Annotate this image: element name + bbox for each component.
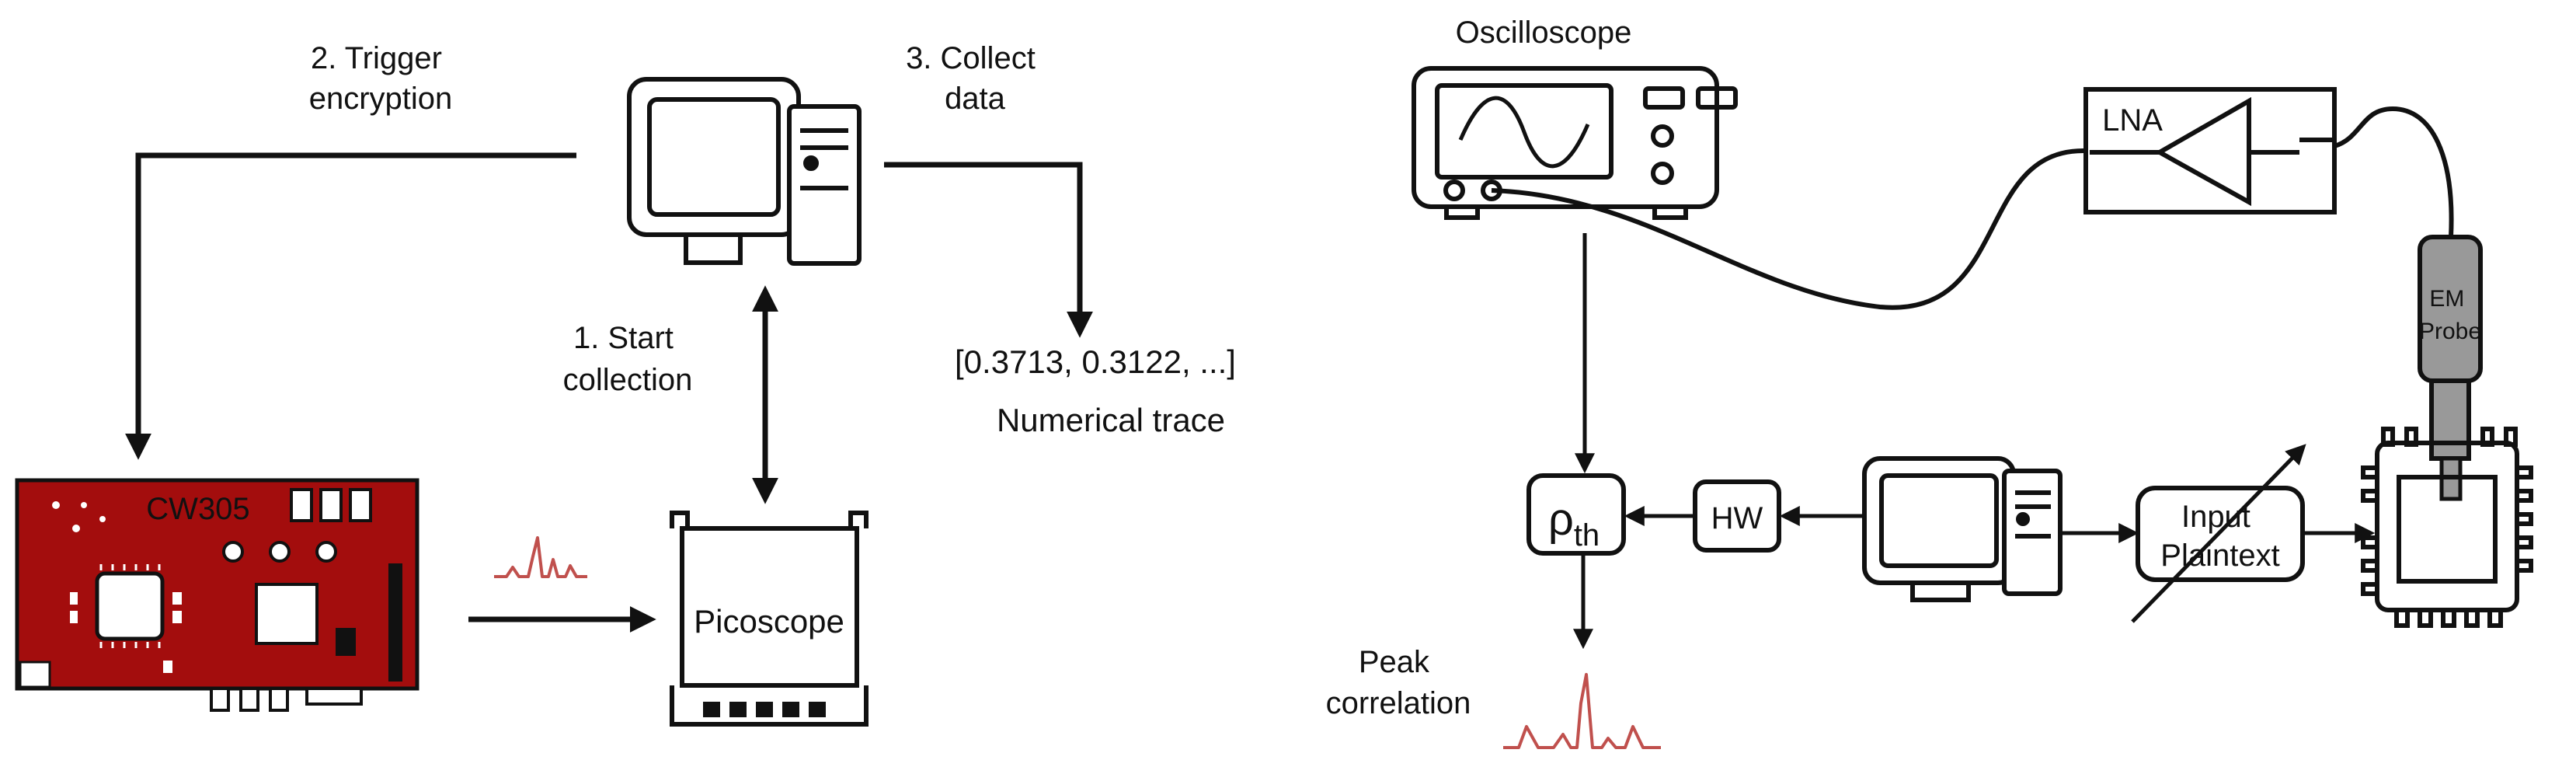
- variable-plaintext-arrow: [2131, 444, 2306, 623]
- coax-cable-lna-probe: [2334, 106, 2454, 238]
- step2-label: 2. Trigger encryption: [309, 41, 453, 116]
- picoscope-label: Picoscope: [694, 603, 844, 640]
- correlation-box: [1526, 473, 1626, 556]
- computer-icon-right: [1862, 456, 2063, 602]
- coax-cable-scope-lna: [1491, 148, 2087, 310]
- trigger-arrow: [125, 152, 576, 460]
- em-probe: [2418, 235, 2483, 501]
- collect-arrow: [884, 162, 1093, 338]
- step1-label: 1. Start collection: [563, 321, 693, 397]
- correlation-symbol: ρth: [1548, 494, 1600, 553]
- lna-label: LNA: [2102, 103, 2163, 138]
- oscilloscope-device: [1412, 66, 1738, 220]
- input-plaintext-label: Input Plaintext: [2160, 500, 2279, 573]
- step3-label: 3. Collect data: [906, 41, 1044, 116]
- em-probe-label: EM Probe: [2419, 286, 2481, 344]
- em-trace-small: [494, 536, 587, 578]
- peak-correlation-trace: [1503, 673, 1661, 749]
- picoscope-device: [670, 511, 869, 727]
- hw-label: HW: [1711, 501, 1763, 535]
- oscilloscope-label: Oscilloscope: [1456, 16, 1632, 50]
- cw305-board: CW305: [15, 478, 419, 712]
- peak-correlation-label: Peak correlation: [1326, 645, 1471, 720]
- board-label: CW305: [146, 492, 249, 526]
- trace-caption: Numerical trace: [997, 402, 1225, 438]
- trace-values: [0.3713, 0.3122, ...]: [955, 343, 1236, 380]
- computer-icon-left: [627, 77, 862, 266]
